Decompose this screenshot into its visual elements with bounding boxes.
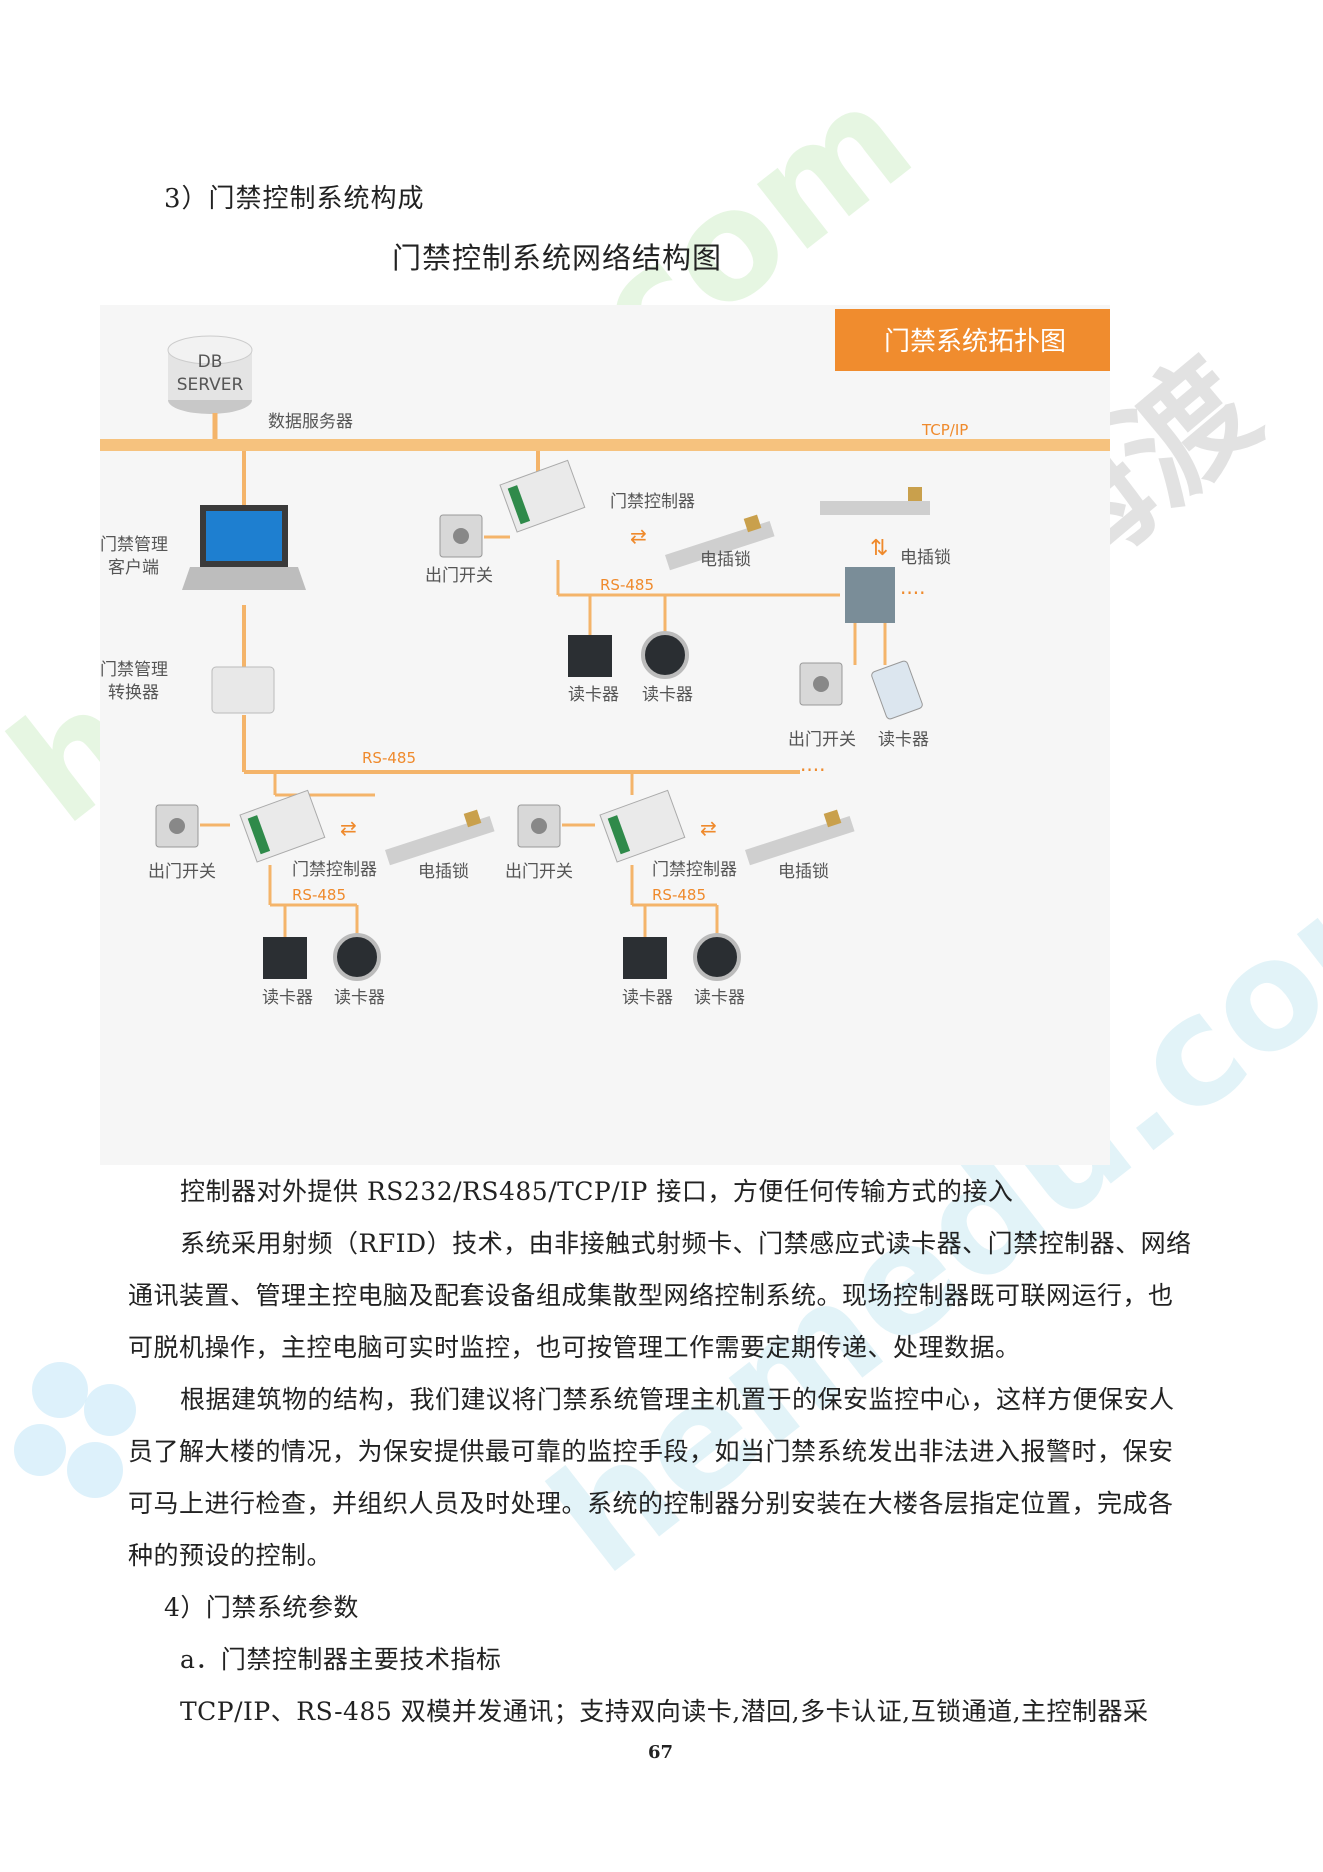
banner-text: 门禁系统拓扑图 xyxy=(884,327,1066,357)
exit-switch-mid-icon xyxy=(517,804,561,848)
controller-left-label: 门禁控制器 xyxy=(292,860,377,880)
arrow-icon: ⇄ xyxy=(340,816,357,840)
card-reader-round-icon xyxy=(641,631,689,679)
page-number: 67 xyxy=(648,1742,674,1763)
exit-switch-left-icon xyxy=(155,804,199,848)
controller-top-icon xyxy=(499,459,586,533)
converter-label-2: 转换器 xyxy=(108,683,159,703)
db-label-2: SERVER xyxy=(177,375,244,395)
lock-left-label: 电插锁 xyxy=(418,862,469,882)
controller-right-icon xyxy=(599,789,686,863)
card-reader-round-icon xyxy=(693,933,741,981)
rs485-label-left: RS-485 xyxy=(292,886,346,904)
section-3-heading: 3）门禁控制系统构成 xyxy=(164,184,425,214)
lock-lower-right-label: 电插锁 xyxy=(778,862,829,882)
exit-switch-right-icon xyxy=(799,662,843,706)
paragraph-interfaces: 控制器对外提供 RS232/RS485/TCP/IP 接口，方便任何传输方式的接… xyxy=(180,1177,1014,1206)
exit-switch-right-label: 出门开关 xyxy=(788,730,856,750)
laptop-client-icon xyxy=(182,505,306,590)
paragraph-specs: TCP/IP、RS-485 双模并发通讯；支持双向读卡,潜回,多卡认证,互锁通道… xyxy=(180,1697,1149,1726)
exit-switch-top-label: 出门开关 xyxy=(425,566,493,586)
rs485-label-right: RS-485 xyxy=(652,886,706,904)
exit-switch-top-icon xyxy=(439,514,483,558)
client-label-1: 门禁管理 xyxy=(100,535,168,555)
card-reader-icon xyxy=(568,635,612,677)
tcpip-label: TCP/IP xyxy=(921,421,968,439)
controller-left-icon xyxy=(239,789,326,863)
client-label-2: 客户端 xyxy=(108,558,159,578)
electric-lock-left-icon xyxy=(385,809,495,866)
converter-label-1: 门禁管理 xyxy=(100,660,168,680)
paragraph-deployment: 根据建筑物的结构，我们建议将门禁系统管理主机置于的保安监控中心，这样方便保安人员… xyxy=(128,1385,1175,1570)
db-server-icon xyxy=(167,335,253,414)
reader-hub-icon xyxy=(845,567,895,623)
card-reader-label: 读卡器 xyxy=(622,988,673,1008)
sub-heading-a: a．门禁控制器主要技术指标 xyxy=(180,1645,502,1674)
lock-top-label: 电插锁 xyxy=(700,550,751,570)
electric-lock-top-icon xyxy=(665,514,775,571)
card-reader-label: 读卡器 xyxy=(642,685,693,705)
topology-banner xyxy=(835,309,1110,371)
card-reader-label: 读卡器 xyxy=(262,988,313,1008)
card-reader-slim-icon xyxy=(871,660,923,720)
controller-right-label: 门禁控制器 xyxy=(652,860,737,880)
rs485-label-main: RS-485 xyxy=(362,749,416,767)
bus-dots-1: ···· xyxy=(800,758,825,782)
tcpip-backbone xyxy=(100,439,1110,451)
section-4-heading: 4）门禁系统参数 xyxy=(164,1593,359,1622)
exit-switch-left-label: 出门开关 xyxy=(148,862,216,882)
paragraph-rfid: 系统采用射频（RFID）技术，由非接触式射频卡、门禁感应式读卡器、门禁控制器、网… xyxy=(128,1229,1192,1362)
arrow-vertical-icon: ⇅ xyxy=(870,536,888,561)
arrow-icon: ⇄ xyxy=(700,816,717,840)
electric-lock-lower-right-icon xyxy=(745,809,855,866)
bus-dots-2: ···· xyxy=(900,581,925,605)
card-reader-icon xyxy=(263,937,307,979)
db-server-label: 数据服务器 xyxy=(268,412,353,432)
figure-title: 门禁控制系统网络结构图 xyxy=(392,241,723,275)
controller-top-label: 门禁控制器 xyxy=(610,492,695,512)
electric-lock-right-icon xyxy=(820,487,930,515)
network-topology-diagram: 门禁系统拓扑图 DB SERVER 数据服务器 TCP/IP 门禁管理 客户端 … xyxy=(100,305,1110,1165)
db-label-1: DB xyxy=(198,352,223,372)
converter-icon xyxy=(211,666,275,714)
card-reader-icon xyxy=(623,937,667,979)
exit-switch-mid-label: 出门开关 xyxy=(505,862,573,882)
card-reader-label: 读卡器 xyxy=(568,685,619,705)
card-reader-round-icon xyxy=(333,933,381,981)
card-reader-label: 读卡器 xyxy=(878,730,929,750)
watermark-logo-icon xyxy=(14,1362,136,1498)
card-reader-label: 读卡器 xyxy=(334,988,385,1008)
lock-right-label: 电插锁 xyxy=(900,548,951,568)
rs485-label-top: RS-485 xyxy=(600,576,654,594)
arrow-icon: ⇄ xyxy=(630,524,647,548)
card-reader-label: 读卡器 xyxy=(694,988,745,1008)
